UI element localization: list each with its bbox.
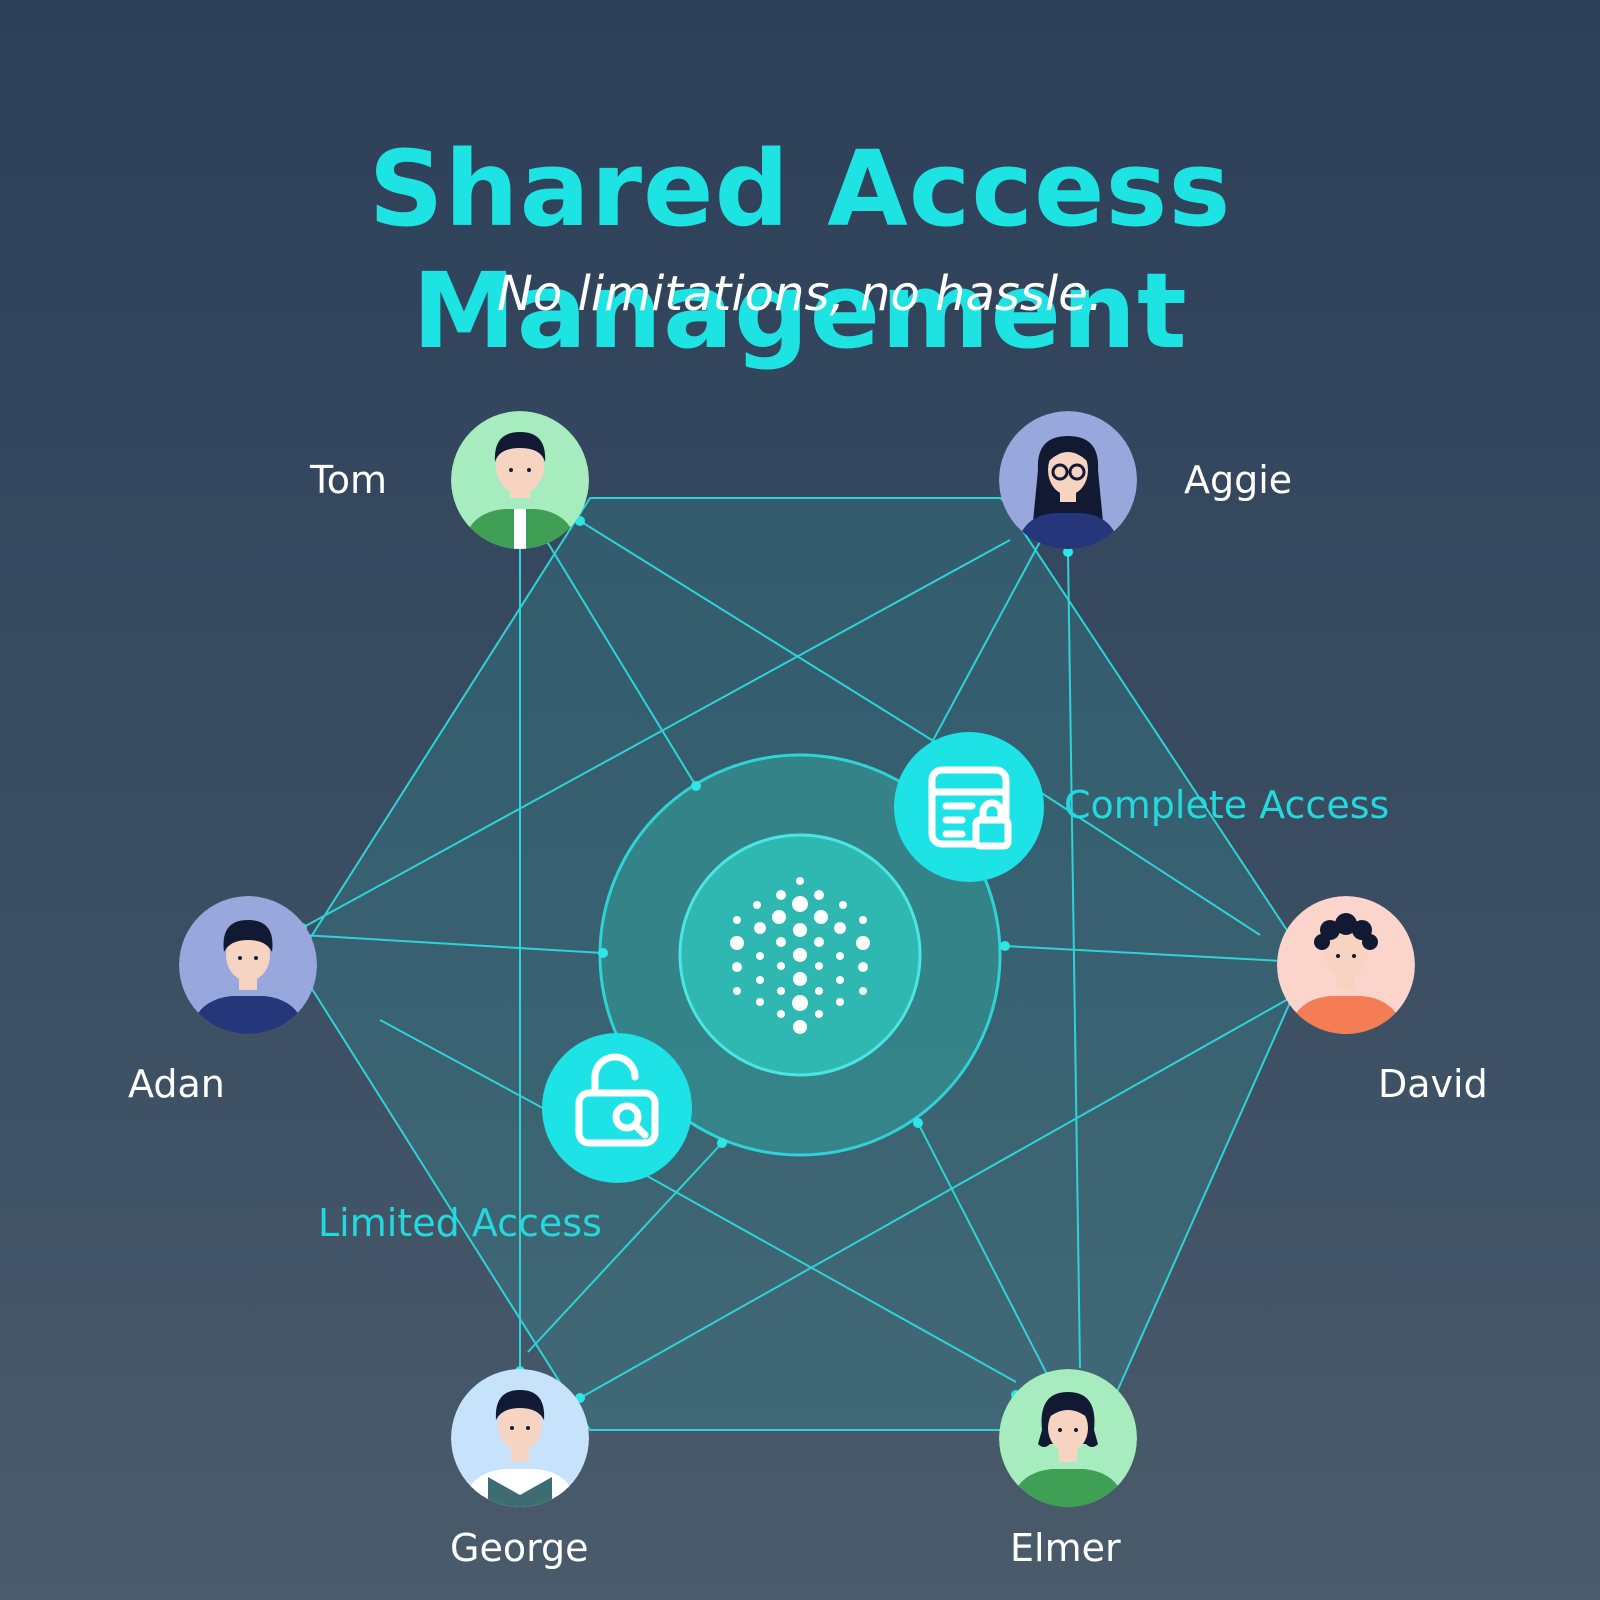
person-name-adan: Adan [128, 1062, 225, 1106]
avatar-adan [179, 896, 317, 1034]
avatar-david [1277, 896, 1415, 1034]
page-title: Shared Access Management [368, 128, 1232, 372]
limited-access-label: Limited Access [318, 1201, 602, 1245]
page-subtitle: No limitations, no hassle. [496, 266, 1104, 322]
browser-lock-icon [928, 766, 1012, 850]
connection-lines [301, 520, 1301, 1399]
limited-access-node [542, 1033, 692, 1183]
person-name-david: David [1378, 1062, 1488, 1106]
person-name-george: George [450, 1526, 589, 1570]
person-name-elmer: Elmer [1010, 1526, 1121, 1570]
person-name-aggie: Aggie [1184, 458, 1293, 502]
avatar-elmer [999, 1369, 1137, 1507]
unlocked-padlock-search-icon [575, 1053, 659, 1147]
person-name-tom: Tom [310, 458, 388, 502]
dot-globe-logo-icon [730, 877, 870, 1034]
avatar-george [451, 1369, 589, 1507]
complete-access-node [894, 732, 1044, 882]
complete-access-label: Complete Access [1064, 783, 1390, 827]
